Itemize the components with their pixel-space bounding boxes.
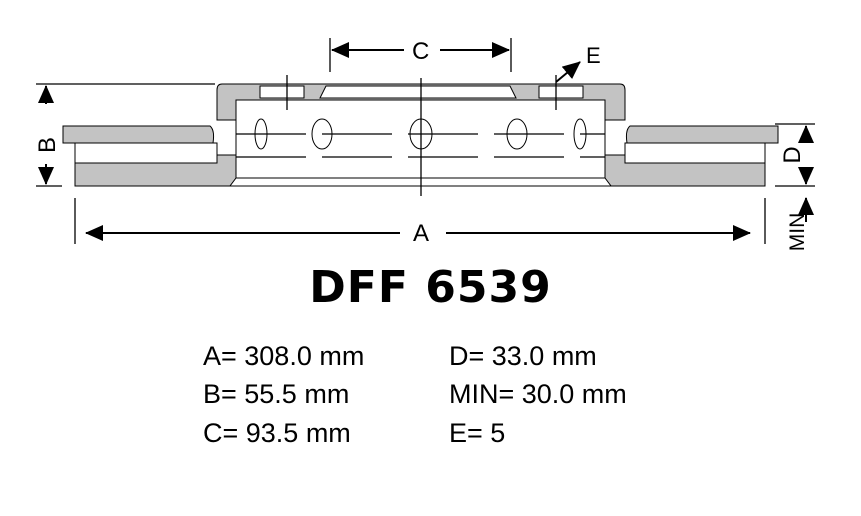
label-c: C	[412, 38, 429, 65]
spec-min: MIN= 30.0 mm	[449, 379, 627, 409]
label-b: B	[34, 137, 61, 153]
spec-a: A= 308.0 mm	[203, 341, 365, 371]
label-d: D	[779, 146, 806, 163]
part-number-title: DFF 6539	[309, 262, 552, 313]
dimension-lines	[36, 38, 815, 244]
label-e: E	[586, 43, 601, 68]
brake-disc-diagram: C E A B D MIN	[34, 38, 815, 252]
spec-b: B= 55.5 mm	[203, 379, 350, 409]
spec-c: C= 93.5 mm	[203, 418, 351, 448]
spec-d: D= 33.0 mm	[449, 341, 597, 371]
spec-e: E= 5	[449, 418, 506, 448]
label-min: MIN	[786, 213, 809, 252]
label-a: A	[413, 220, 429, 247]
